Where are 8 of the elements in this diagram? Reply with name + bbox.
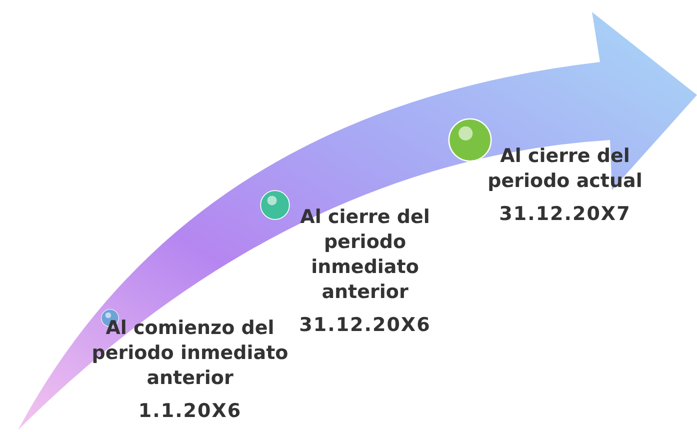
- caption-text: Al cierre del periodo inmediato anterior: [299, 205, 431, 305]
- sphere-icon: [260, 190, 290, 220]
- caption-text: Al comienzo del periodo inmediato anterior: [90, 316, 290, 391]
- date-text: 31.12.20X6: [298, 313, 432, 338]
- date-text: 1.1.20X6: [137, 399, 243, 424]
- date-text: 31.12.20X7: [498, 202, 632, 227]
- sphere-icon: [448, 118, 492, 162]
- caption-text: Al cierre del periodo actual: [486, 144, 644, 194]
